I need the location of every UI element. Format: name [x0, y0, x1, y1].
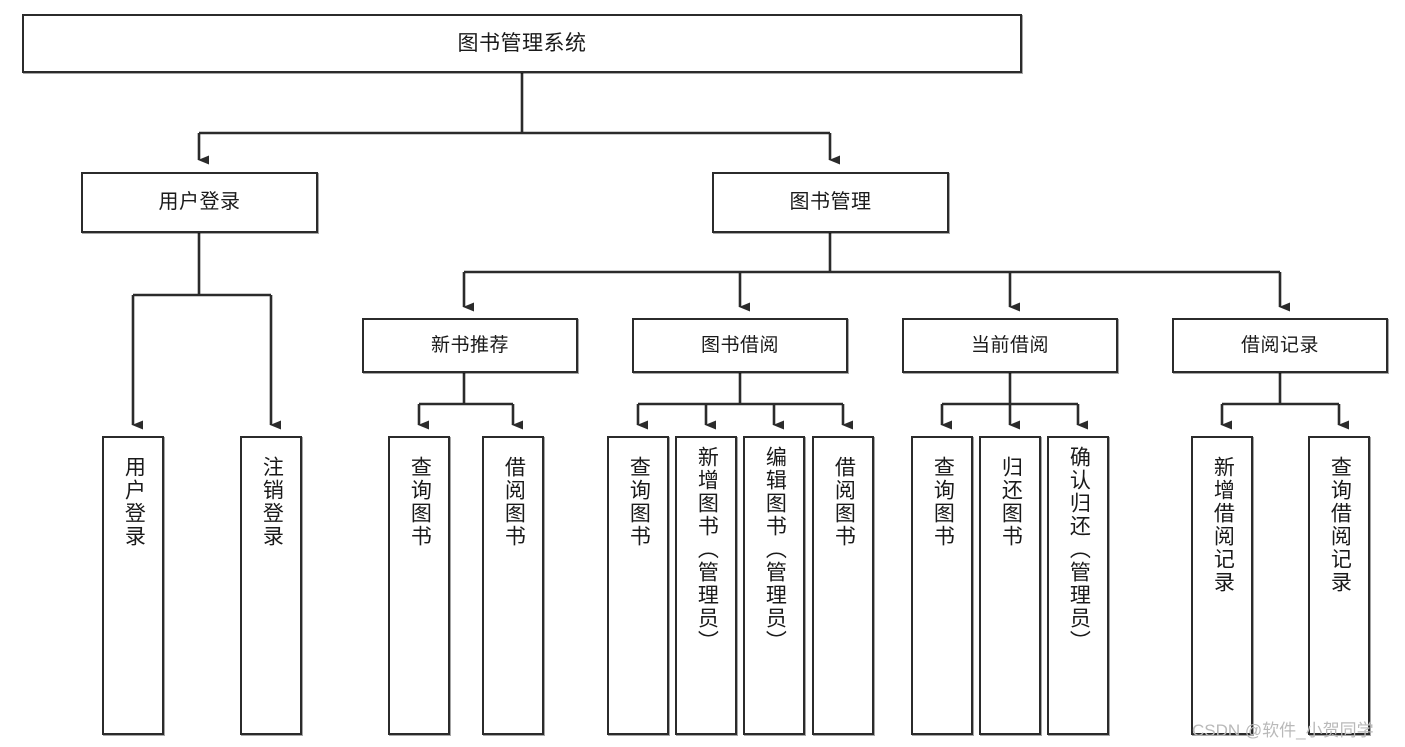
node-label: 查询借阅记录 — [1328, 456, 1352, 594]
watermark-csdn: CSDN @软件_小贺同学 — [1192, 721, 1374, 740]
node-root-book-management-system[interactable]: 图书管理系统 — [22, 14, 1022, 73]
node-label: 用户登录 — [158, 191, 241, 214]
leaf-user-login-login[interactable]: 用户登录 — [102, 436, 164, 735]
leaf-book-borrow-edit-book-admin[interactable]: 编辑图书（管理员） — [743, 436, 805, 735]
node-label: 新增图书（管理员） — [695, 446, 719, 653]
leaf-current-borrow-query-book[interactable]: 查询图书 — [911, 436, 973, 735]
leaf-borrow-record-query-record[interactable]: 查询借阅记录 — [1308, 436, 1370, 735]
node-label: 图书借阅 — [700, 334, 779, 356]
node-user-login[interactable]: 用户登录 — [81, 172, 318, 233]
node-label: 查询图书 — [627, 456, 651, 548]
node-label: 图书管理系统 — [457, 31, 587, 55]
leaf-book-borrow-query-book[interactable]: 查询图书 — [607, 436, 669, 735]
leaf-borrow-record-add-record[interactable]: 新增借阅记录 — [1191, 436, 1253, 735]
node-book-borrow[interactable]: 图书借阅 — [632, 318, 848, 373]
node-borrow-record[interactable]: 借阅记录 — [1172, 318, 1388, 373]
leaf-book-borrow-borrow-book[interactable]: 借阅图书 — [812, 436, 874, 735]
node-label: 确认归还（管理员） — [1067, 446, 1091, 653]
node-label: 查询图书 — [408, 456, 432, 548]
leaf-book-borrow-add-book-admin[interactable]: 新增图书（管理员） — [675, 436, 737, 735]
node-label: 图书管理 — [789, 191, 872, 214]
node-current-borrow[interactable]: 当前借阅 — [902, 318, 1118, 373]
node-label: 借阅图书 — [832, 456, 856, 548]
node-label: 新增借阅记录 — [1211, 456, 1235, 594]
node-label: 新书推荐 — [430, 334, 509, 356]
leaf-current-borrow-confirm-return-admin[interactable]: 确认归还（管理员） — [1047, 436, 1109, 735]
node-label: 编辑图书（管理员） — [763, 446, 787, 653]
node-label: 当前借阅 — [970, 334, 1049, 356]
leaf-new-book-borrow-book[interactable]: 借阅图书 — [482, 436, 544, 735]
node-book-management[interactable]: 图书管理 — [712, 172, 949, 233]
leaf-current-borrow-return-book[interactable]: 归还图书 — [979, 436, 1041, 735]
leaf-user-login-logout[interactable]: 注销登录 — [240, 436, 302, 735]
node-label: 归还图书 — [999, 456, 1023, 548]
node-new-book-recommend[interactable]: 新书推荐 — [362, 318, 578, 373]
node-label: 借阅记录 — [1240, 334, 1319, 356]
leaf-new-book-query-book[interactable]: 查询图书 — [388, 436, 450, 735]
node-label: 注销登录 — [260, 456, 284, 548]
node-label: 查询图书 — [931, 456, 955, 548]
node-label: 用户登录 — [122, 456, 146, 548]
node-label: 借阅图书 — [502, 456, 526, 548]
